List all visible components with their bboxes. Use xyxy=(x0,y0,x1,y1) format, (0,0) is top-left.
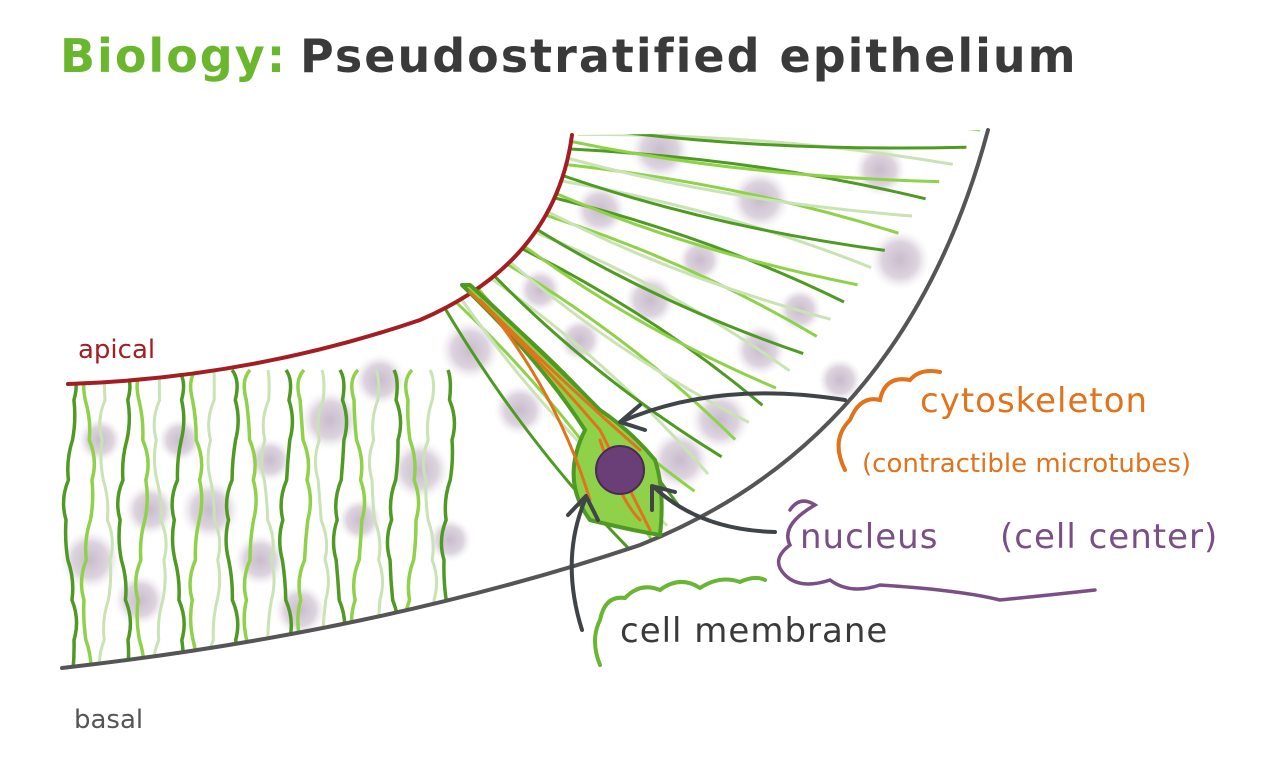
cell-nucleus xyxy=(870,230,930,290)
cell-outline xyxy=(523,197,831,321)
cell-outline xyxy=(577,132,954,166)
cell-outline xyxy=(296,368,313,670)
tissue-layer xyxy=(60,130,981,670)
cell-nucleus xyxy=(248,438,292,482)
nucleus-label: nucleus xyxy=(800,517,938,557)
cell-nucleus xyxy=(650,430,710,490)
cell-outline xyxy=(116,368,133,670)
cell-nucleus xyxy=(854,144,906,196)
cell-nucleus xyxy=(338,498,382,542)
cell-nucleus xyxy=(60,530,120,590)
highlighted-cell xyxy=(460,283,664,537)
basal-label: basal xyxy=(74,705,143,735)
cell-outline xyxy=(571,140,940,184)
cytoskeleton-fibers xyxy=(468,290,652,532)
cell-outline xyxy=(260,369,276,670)
cell-outline xyxy=(535,183,858,287)
cell-outline xyxy=(486,241,750,424)
nucleus-arrowhead xyxy=(650,484,677,512)
cell-nucleus xyxy=(690,390,750,450)
cell-outline xyxy=(493,233,764,407)
cell-outline xyxy=(98,369,114,670)
cell-outline xyxy=(242,368,258,670)
cytoskeleton-arrowhead xyxy=(618,403,647,432)
cell-nucleus xyxy=(494,384,546,436)
membrane-cloud xyxy=(593,575,767,667)
nucleus-arrow xyxy=(653,486,777,534)
cell-nucleus xyxy=(818,358,862,402)
cell-outline xyxy=(133,368,150,670)
cell-outline xyxy=(188,368,204,670)
cytoskeleton-label: cytoskeleton xyxy=(920,381,1148,421)
cell-outline xyxy=(79,369,97,670)
apical-surface-line xyxy=(66,133,574,386)
title-subject: Biology: xyxy=(60,29,287,83)
cell-outline xyxy=(553,161,899,235)
cell-outline xyxy=(499,226,777,390)
cell-nucleus xyxy=(300,390,360,450)
cytoskeleton-arrow xyxy=(623,391,847,422)
cell-membrane-label: cell membrane xyxy=(620,611,888,651)
nucleus-cloud xyxy=(776,499,1097,602)
cell-outline xyxy=(474,255,723,459)
cell-nucleus xyxy=(354,354,406,406)
cell-outline xyxy=(403,368,421,670)
cell-outline xyxy=(511,212,804,356)
cell-outline xyxy=(589,130,981,132)
cell-nucleus xyxy=(180,480,240,540)
cell-nucleus xyxy=(124,484,176,536)
cell-nucleus xyxy=(390,440,450,500)
cell-outline xyxy=(278,368,295,670)
cell-outline xyxy=(529,190,845,304)
cell-outline xyxy=(170,368,186,670)
title-topic: Pseudostratified epithelium xyxy=(300,29,1078,83)
cell-outline xyxy=(438,299,642,562)
highlighted-nucleus xyxy=(595,445,645,495)
cell-outline xyxy=(517,204,818,338)
cytoskeleton-cloud xyxy=(836,369,942,472)
cell-outline xyxy=(541,176,872,269)
cell-outline xyxy=(565,147,926,201)
cell-outline xyxy=(547,168,886,252)
cell-nucleus xyxy=(428,518,472,562)
cytoskeleton-note: (contractible microtubes) xyxy=(862,449,1191,479)
cell-outline xyxy=(559,154,913,218)
apical-label: apical xyxy=(78,335,155,365)
cell-nucleus xyxy=(630,130,690,180)
cell-outline xyxy=(61,368,79,670)
cell-outline xyxy=(224,368,240,670)
membrane-arrow xyxy=(569,498,587,632)
cell-outline xyxy=(505,219,791,373)
cell-outline xyxy=(385,369,403,670)
cell-nucleus xyxy=(558,318,602,362)
membrane-arrowhead xyxy=(566,494,600,522)
cell-outline xyxy=(206,369,222,670)
nucleus-note: (cell center) xyxy=(1000,517,1218,557)
cell-outline xyxy=(152,369,168,670)
basal-membrane-line xyxy=(60,128,990,670)
